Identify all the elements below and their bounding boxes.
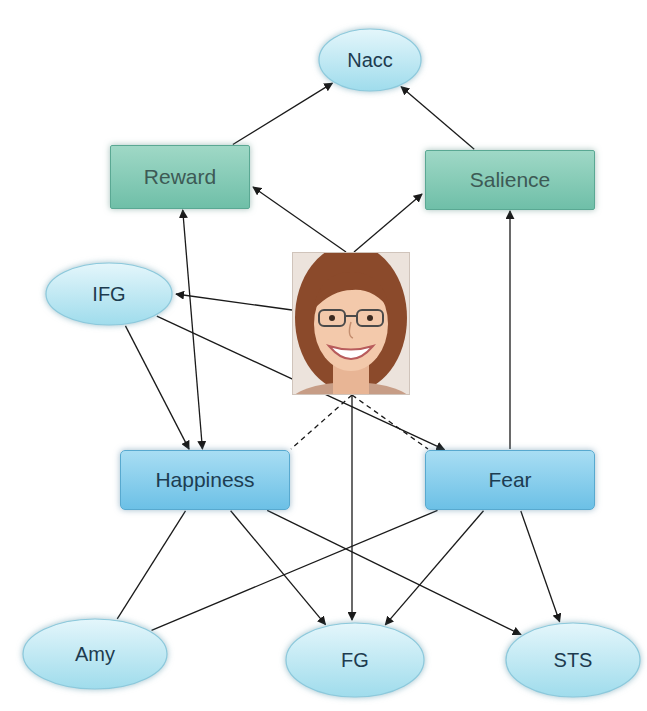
node-label: STS (554, 649, 593, 672)
process-box: Salience (425, 150, 595, 210)
region-ellipse: IFG (45, 262, 173, 326)
process-box: Reward (110, 145, 250, 209)
connector-arrow (509, 211, 510, 449)
node-label: Happiness (155, 468, 254, 492)
emotion-box: Fear (425, 450, 595, 510)
node-label: FG (341, 649, 369, 672)
region-ellipse: FG (285, 622, 425, 698)
connector-arrow (117, 511, 185, 619)
region-ellipse: Amy (22, 618, 168, 690)
node-label: IFG (92, 283, 125, 306)
node-label: Amy (75, 643, 115, 666)
face-arrows (176, 187, 428, 620)
connector-arrow (401, 87, 474, 150)
node-label: Reward (144, 165, 216, 189)
emotion-box: Happiness (120, 450, 290, 510)
connector-arrow (152, 510, 438, 630)
connector-arrow (231, 511, 326, 625)
face-photo (292, 252, 410, 395)
connector-arrow (233, 83, 333, 144)
connector-arrow (125, 326, 189, 449)
node-label: Salience (470, 168, 551, 192)
connector-arrow (385, 511, 483, 625)
node-label: Nacc (347, 49, 393, 72)
region-ellipse: Nacc (318, 28, 422, 92)
connector-arrow (521, 511, 560, 622)
region-ellipse: STS (505, 622, 641, 698)
node-label: Fear (488, 468, 531, 492)
